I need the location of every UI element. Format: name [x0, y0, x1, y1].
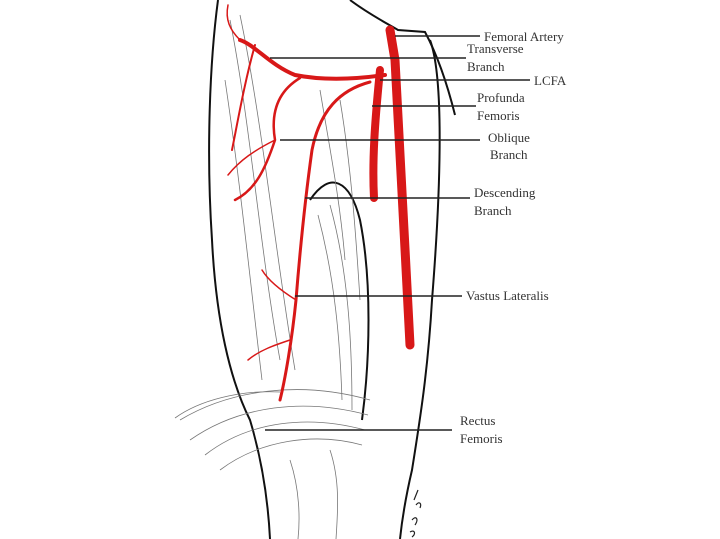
artist-signature: [409, 489, 422, 538]
thigh-outline: [208, 0, 456, 539]
label-vastus-lateralis: Vastus Lateralis: [466, 288, 549, 303]
label-rectus-femoris-line1: Rectus: [460, 413, 495, 428]
label-oblique-branch-line1: Oblique: [488, 130, 530, 145]
muscle-fibers: [174, 14, 371, 539]
label-femoral-artery: Femoral Artery: [484, 29, 564, 44]
label-transverse-branch-line2: Branch: [467, 59, 505, 74]
leader-lines: [265, 35, 530, 431]
label-profunda-femoris-line1: Profunda: [477, 90, 525, 105]
label-profunda-femoris-line2: Femoris: [477, 108, 520, 123]
label-descending-branch-line1: Descending: [474, 185, 536, 200]
label-transverse-branch-line1: Transverse: [467, 41, 524, 56]
label-descending-branch-line2: Branch: [474, 203, 512, 218]
label-rectus-femoris-line2: Femoris: [460, 431, 503, 446]
arteries: [226, 4, 415, 402]
label-lcfa: LCFA: [534, 73, 567, 88]
label-oblique-branch-line2: Branch: [490, 147, 528, 162]
